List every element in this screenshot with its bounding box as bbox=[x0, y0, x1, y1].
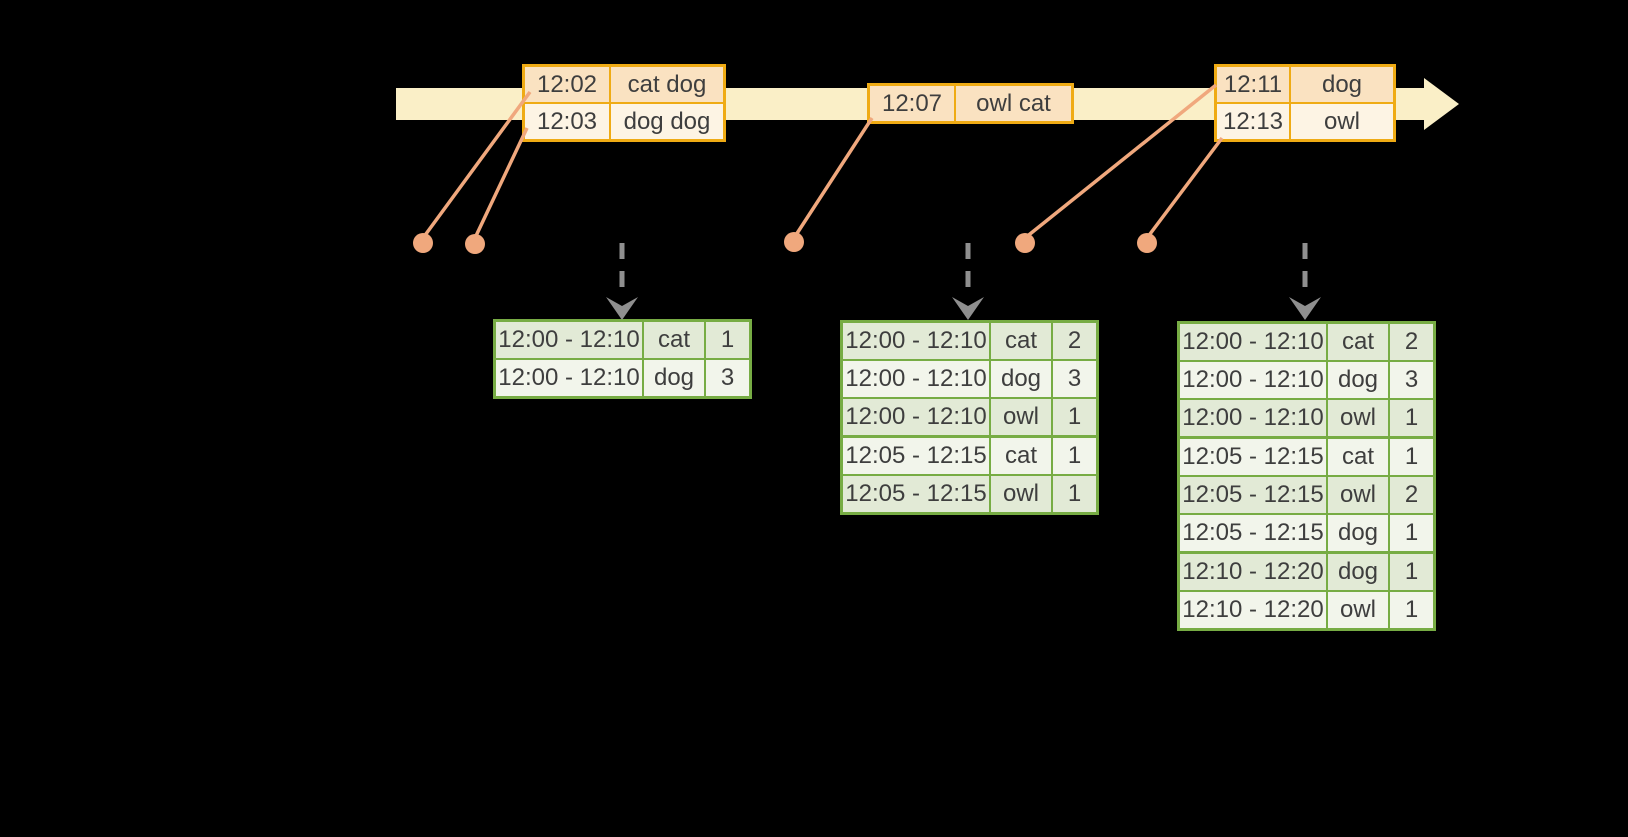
count-cell: 2 bbox=[1390, 324, 1433, 360]
window-cell: 12:00 - 12:10 bbox=[496, 360, 642, 396]
word-cell: owl bbox=[1328, 477, 1388, 513]
window-cell: 12:00 - 12:10 bbox=[1180, 324, 1326, 360]
event-time: 12:02 bbox=[525, 67, 609, 102]
event-table-3: 12:11 dog 12:13 owl bbox=[1214, 64, 1396, 142]
word-cell: cat bbox=[1328, 439, 1388, 475]
word-cell: owl bbox=[1328, 592, 1388, 628]
word-cell: cat bbox=[991, 438, 1051, 474]
window-group: 12:00 - 12:10 cat 1 12:00 - 12:10 dog 3 bbox=[496, 322, 749, 396]
word-cell: dog bbox=[1328, 554, 1388, 590]
window-group: 12:00 - 12:10 cat 2 12:00 - 12:10 dog 3 … bbox=[1180, 324, 1433, 436]
count-cell: 1 bbox=[1053, 438, 1096, 474]
count-cell: 2 bbox=[1053, 323, 1096, 359]
count-cell: 3 bbox=[1390, 362, 1433, 398]
window-cell: 12:05 - 12:15 bbox=[1180, 515, 1326, 551]
count-cell: 1 bbox=[1390, 515, 1433, 551]
count-cell: 1 bbox=[1390, 592, 1433, 628]
word-cell: owl bbox=[991, 399, 1051, 435]
count-cell: 3 bbox=[1053, 361, 1096, 397]
word-cell: owl bbox=[1328, 400, 1388, 436]
window-group: 12:05 - 12:15 cat 1 12:05 - 12:15 owl 1 bbox=[843, 438, 1096, 512]
event-time: 12:07 bbox=[870, 86, 954, 121]
word-cell: cat bbox=[644, 322, 704, 358]
window-cell: 12:00 - 12:10 bbox=[496, 322, 642, 358]
event-time: 12:03 bbox=[525, 104, 609, 139]
count-cell: 1 bbox=[1053, 399, 1096, 435]
word-cell: dog bbox=[1328, 362, 1388, 398]
event-words: owl bbox=[1291, 104, 1393, 139]
window-cell: 12:00 - 12:10 bbox=[1180, 400, 1326, 436]
window-cell: 12:05 - 12:15 bbox=[1180, 439, 1326, 475]
result-table-1: 12:00 - 12:10 cat 1 12:00 - 12:10 dog 3 bbox=[493, 319, 752, 399]
window-cell: 12:10 - 12:20 bbox=[1180, 554, 1326, 590]
event-time: 12:11 bbox=[1217, 67, 1289, 102]
count-cell: 1 bbox=[1390, 554, 1433, 590]
count-cell: 2 bbox=[1390, 477, 1433, 513]
window-group: 12:10 - 12:20 dog 1 12:10 - 12:20 owl 1 bbox=[1180, 554, 1433, 628]
event-words: dog dog bbox=[611, 104, 723, 139]
event-words: owl cat bbox=[956, 86, 1071, 121]
word-cell: cat bbox=[991, 323, 1051, 359]
result-table-3: 12:00 - 12:10 cat 2 12:00 - 12:10 dog 3 … bbox=[1177, 321, 1436, 631]
window-cell: 12:00 - 12:10 bbox=[843, 323, 989, 359]
window-cell: 12:05 - 12:15 bbox=[1180, 477, 1326, 513]
word-cell: dog bbox=[644, 360, 704, 396]
event-words: dog bbox=[1291, 67, 1393, 102]
event-table-1: 12:02 cat dog 12:03 dog dog bbox=[522, 64, 726, 142]
count-cell: 3 bbox=[706, 360, 749, 396]
count-cell: 1 bbox=[1390, 400, 1433, 436]
count-cell: 1 bbox=[706, 322, 749, 358]
count-cell: 1 bbox=[1390, 439, 1433, 475]
count-cell: 1 bbox=[1053, 476, 1096, 512]
window-cell: 12:10 - 12:20 bbox=[1180, 592, 1326, 628]
window-group: 12:05 - 12:15 cat 1 12:05 - 12:15 owl 2 … bbox=[1180, 439, 1433, 551]
word-cell: cat bbox=[1328, 324, 1388, 360]
word-cell: owl bbox=[991, 476, 1051, 512]
window-cell: 12:05 - 12:15 bbox=[843, 476, 989, 512]
window-cell: 12:05 - 12:15 bbox=[843, 438, 989, 474]
event-table-2: 12:07 owl cat bbox=[867, 83, 1074, 124]
result-table-2: 12:00 - 12:10 cat 2 12:00 - 12:10 dog 3 … bbox=[840, 320, 1099, 515]
event-words: cat dog bbox=[611, 67, 723, 102]
word-cell: dog bbox=[991, 361, 1051, 397]
timeline-arrowhead-icon bbox=[1424, 78, 1459, 130]
window-cell: 12:00 - 12:10 bbox=[1180, 362, 1326, 398]
window-cell: 12:00 - 12:10 bbox=[843, 361, 989, 397]
word-cell: dog bbox=[1328, 515, 1388, 551]
event-time: 12:13 bbox=[1217, 104, 1289, 139]
window-group: 12:00 - 12:10 cat 2 12:00 - 12:10 dog 3 … bbox=[843, 323, 1096, 435]
window-cell: 12:00 - 12:10 bbox=[843, 399, 989, 435]
